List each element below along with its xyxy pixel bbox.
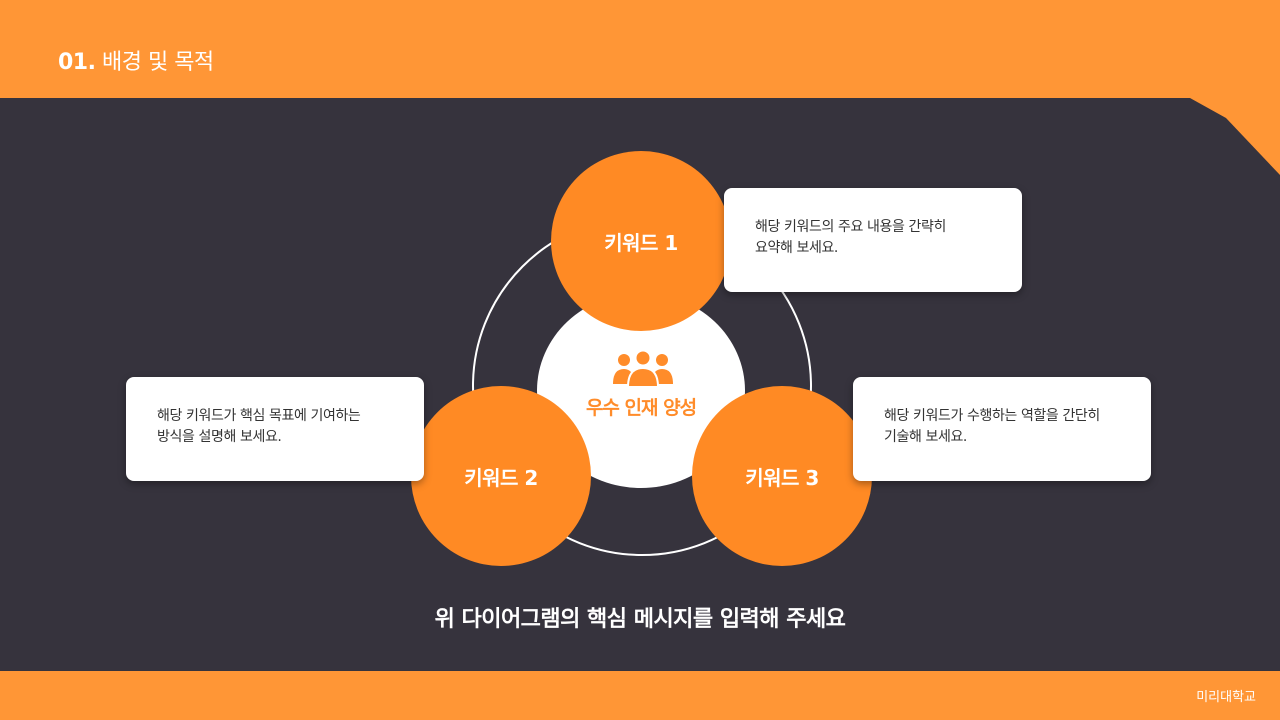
section-title: 배경 및 목적 [101,50,214,75]
keyword-3-desc-line-1: 해당 키워드가 수행하는 역할을 간단히 [884,408,1100,424]
keyword-1-label: 키워드 1 [604,230,678,255]
people-group-icon [613,350,673,388]
center-label: 우수 인재 양성 [585,397,697,419]
keyword-2-desc-line-1: 해당 키워드가 핵심 목표에 기여하는 [157,408,361,424]
section-number: 01. [58,50,96,75]
keyword-2-desc-line-2: 방식을 설명해 보세요. [157,429,282,445]
keyword-2-card: 해당 키워드가 핵심 목표에 기여하는 방식을 설명해 보세요. [126,377,424,481]
footer-school-name: 미리대학교 [1196,690,1256,705]
keyword-1-card: 해당 키워드의 주요 내용을 간략히 요약해 보세요. [724,188,1022,292]
keyword-3-circle: 키워드 3 [692,386,872,566]
keyword-3-card: 해당 키워드가 수행하는 역할을 간단히 기술해 보세요. [853,377,1151,481]
keyword-1-desc-line-1: 해당 키워드의 주요 내용을 간략히 [755,219,946,235]
keyword-1-circle: 키워드 1 [551,151,731,331]
keyword-3-label: 키워드 3 [745,465,819,490]
keyword-1-desc-line-2: 요약해 보세요. [755,240,838,256]
page-title: 01. 배경 및 목적 [58,44,214,76]
keyword-3-desc-line-2: 기술해 보세요. [884,429,967,445]
keyword-2-label: 키워드 2 [464,465,538,490]
keyword-2-circle: 키워드 2 [411,386,591,566]
main-panel: 우수 인재 양성 키워드 1 키워드 2 키워드 3 해당 키워드의 주요 내용… [0,98,1280,671]
key-message: 위 다이어그램의 핵심 메시지를 입력해 주세요 [434,607,846,632]
